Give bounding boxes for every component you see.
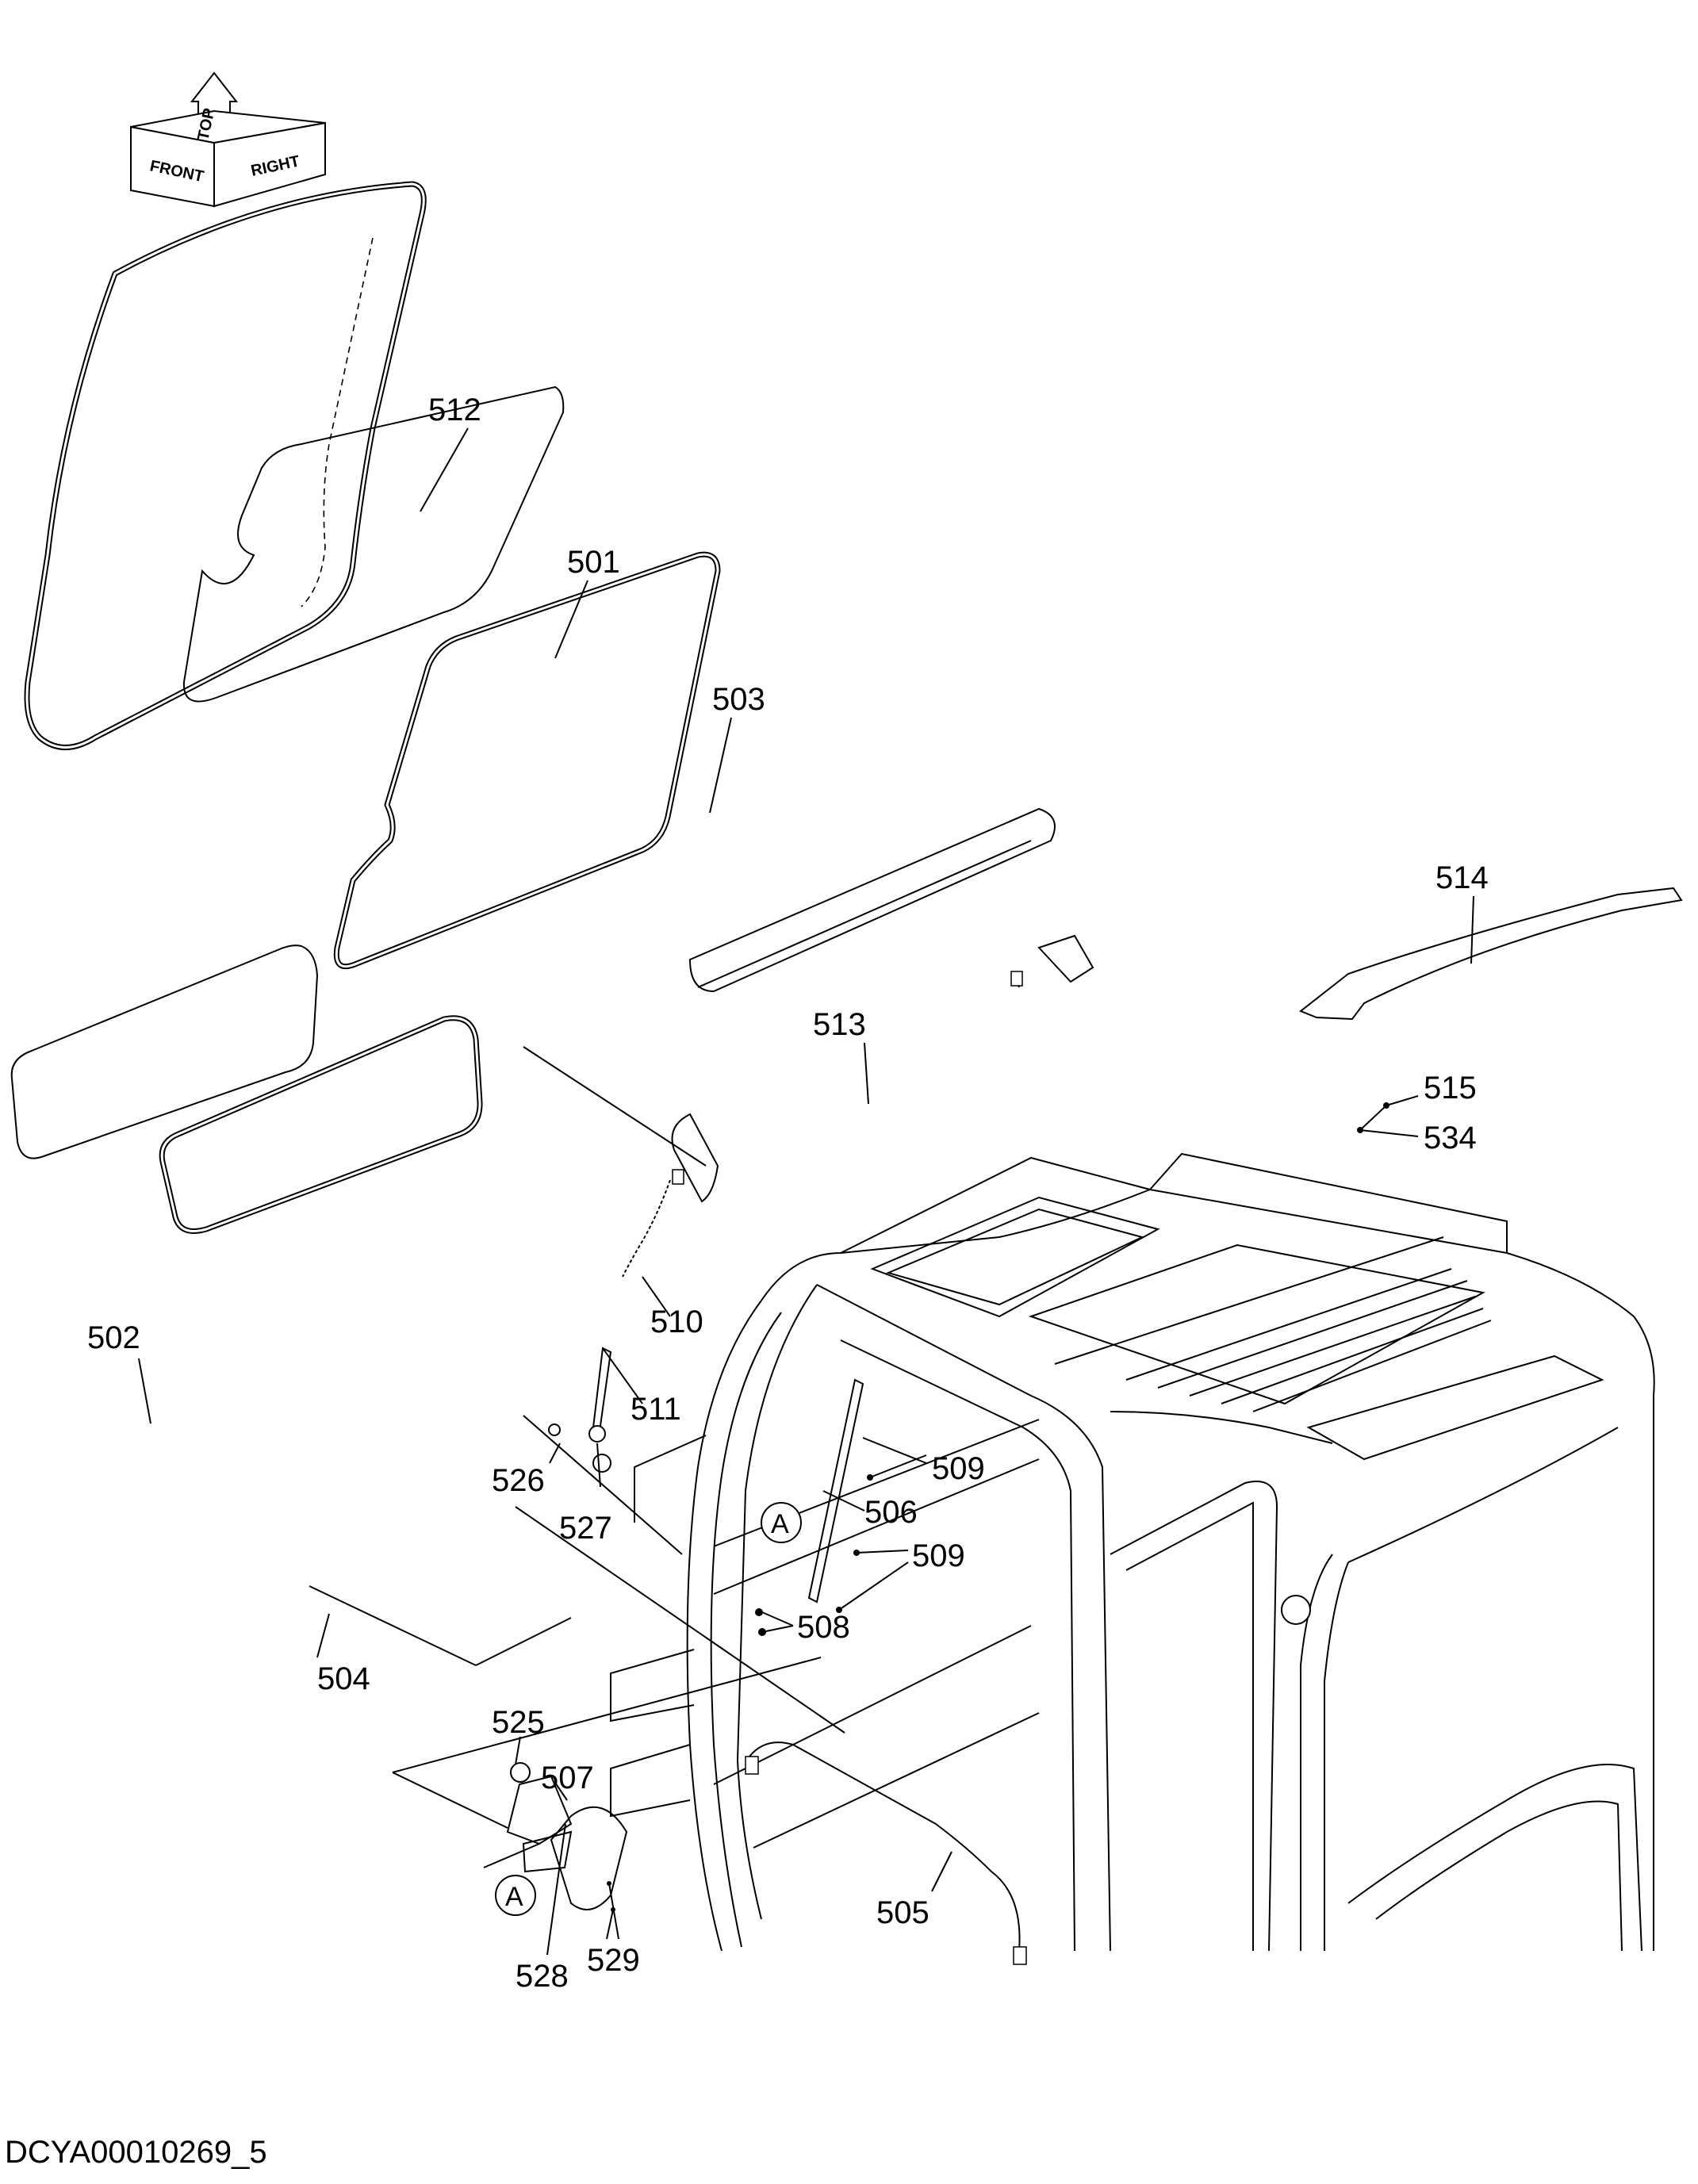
detail-marker-a-upper xyxy=(761,1502,802,1543)
callout-503: 503 xyxy=(712,682,765,717)
callout-534: 534 xyxy=(1424,1121,1477,1155)
cab-frame xyxy=(610,1152,1655,1952)
roof-trim-strip xyxy=(1299,887,1683,1021)
callout-502: 502 xyxy=(87,1320,140,1355)
callout-511: 511 xyxy=(631,1392,681,1427)
orientation-indicator: FRONT TOP RIGHT xyxy=(130,71,326,208)
callout-510: 510 xyxy=(650,1305,703,1339)
leader-lines xyxy=(138,427,1474,1956)
wiper-motor-group xyxy=(506,1762,628,1912)
callout-508: 508 xyxy=(797,1610,850,1645)
detail-marker-a-lower-label: A xyxy=(505,1882,523,1912)
callout-513: 513 xyxy=(813,1007,866,1042)
front-window-seal xyxy=(24,181,427,750)
callout-501: 501 xyxy=(567,545,620,580)
callout-512: 512 xyxy=(428,393,481,427)
roller-tube xyxy=(671,807,1094,1203)
callout-504: 504 xyxy=(317,1661,370,1696)
callout-505: 505 xyxy=(876,1895,929,1930)
drawing-code: DCYA00010269_5 xyxy=(5,2135,267,2170)
door-window-seal xyxy=(333,551,721,970)
callout-509-lower: 509 xyxy=(912,1538,965,1573)
lower-window-seal xyxy=(159,1015,483,1234)
front-glass xyxy=(182,385,565,703)
callout-525: 525 xyxy=(492,1705,545,1740)
callout-509-upper: 509 xyxy=(932,1451,985,1486)
callout-527: 527 xyxy=(559,1511,612,1546)
callout-528: 528 xyxy=(516,1959,569,1994)
callout-labels: 512 501 503 514 513 515 534 510 511 502 … xyxy=(87,393,1489,1994)
lower-front-glass xyxy=(10,944,319,1159)
wiring-harness xyxy=(745,1741,1027,1965)
callout-529: 529 xyxy=(587,1943,640,1978)
callout-506: 506 xyxy=(864,1495,918,1530)
callout-507: 507 xyxy=(541,1761,594,1795)
callout-515: 515 xyxy=(1424,1071,1477,1105)
detail-marker-a-upper-label: A xyxy=(771,1509,789,1539)
detail-marker-a-lower xyxy=(495,1875,536,1916)
callout-514: 514 xyxy=(1435,860,1489,895)
callout-526: 526 xyxy=(492,1463,545,1498)
wiper-assembly xyxy=(548,1179,671,1473)
